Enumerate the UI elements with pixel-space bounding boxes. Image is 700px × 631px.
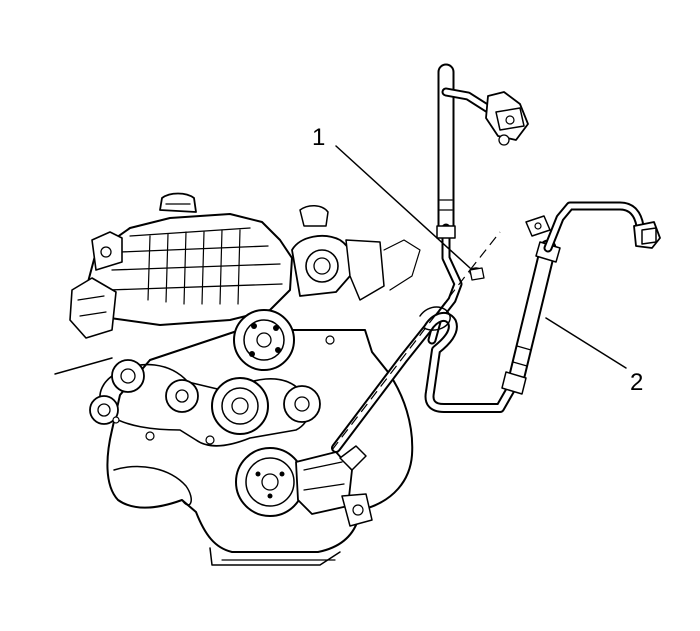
callout-1-leader xyxy=(335,145,471,269)
callout-2-label: 2 xyxy=(630,369,643,396)
callout-1: 1 xyxy=(312,124,471,269)
callout-2-leader xyxy=(545,317,627,369)
o-ring-seal xyxy=(469,267,485,281)
ac-upper-line xyxy=(427,63,529,345)
ac-lower-line xyxy=(331,201,661,453)
callout-2: 2 xyxy=(545,317,643,396)
callout-1-label: 1 xyxy=(312,124,325,151)
left-leader-line xyxy=(54,357,113,375)
engine-assembly xyxy=(69,192,421,566)
